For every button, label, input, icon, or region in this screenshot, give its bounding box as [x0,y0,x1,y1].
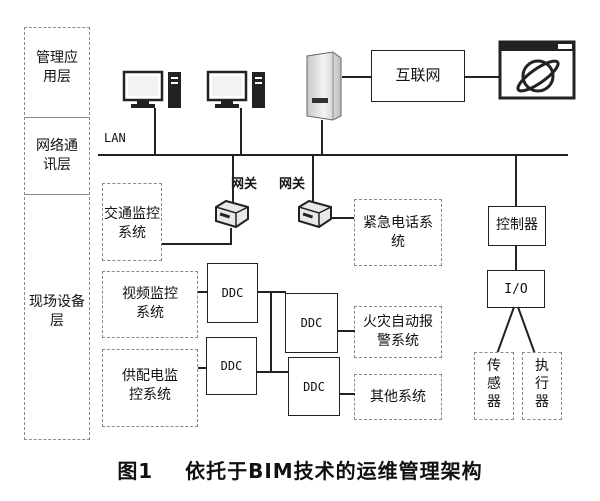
ddc-1-box [207,263,258,323]
computer-icon [122,70,181,108]
ddc-4-box [288,357,340,416]
emergency-phone-subsystem [354,199,442,266]
layer-network: 网络通 讯层 [36,138,78,173]
traffic-label: 交通监控 系统 [104,206,160,241]
actuator-box [522,352,562,420]
internet-label: 互联网 [395,66,441,84]
ddc2-ddc4-link [257,371,289,373]
fire-alarm-label: 火灾自动报 警系统 [363,314,433,349]
server-link [321,120,323,154]
traffic-subsystem [102,183,162,261]
power-ddc-link [198,367,207,369]
ddc4-other-link [340,393,355,395]
gateway-1-down [230,228,232,244]
gateway-2-to-emergency [332,217,354,219]
layer-divider-1 [24,117,90,118]
layer-management: 管理应 用层 [36,50,78,85]
gateway-2-uplink [312,155,314,203]
ddc-2-box [206,337,257,395]
controller-io-link [515,246,517,272]
layer-field: 现场设备 层 [29,294,85,329]
power-label: 供配电监 控系统 [122,368,178,403]
layer-divider-2 [24,194,90,195]
io-branch-lines [496,306,536,355]
ddc1-ddc3-link [258,291,286,293]
ddc-3-box [285,293,338,353]
gateway-1-uplink [232,155,234,203]
actuator-label: 执 行 器 [535,358,549,410]
ddc-3-label: DDC [300,316,323,330]
fire-alarm-subsystem [354,306,442,358]
gateway-1-label: 网关 [230,177,257,192]
ddc-4-label: DDC [303,380,325,394]
internet-box [371,50,465,102]
video-subsystem [102,271,198,338]
browser-globe-icon [498,40,576,100]
lan-label: LAN [104,131,126,145]
io-label: I/O [504,282,528,297]
layer-column [24,27,90,440]
other-subsystem [354,374,442,420]
server-internet-link [342,76,372,78]
gateway-router-icon [215,199,249,229]
ddc-1-label: DDC [221,286,244,300]
controller-box [488,206,546,246]
ddc3-fire-link [338,330,355,332]
sensor-box [474,352,514,420]
ddc-2-label: DDC [220,359,243,373]
video-label: 视频监控 系统 [122,286,178,321]
sensor-label: 传 感 器 [487,358,501,410]
server-icon [306,51,342,121]
controller-label: 控制器 [496,217,538,233]
gateway-1-to-traffic [160,243,232,245]
gateway-2-label: 网关 [278,177,305,192]
video-ddc-link [198,291,208,293]
ddc-trunk [270,291,272,371]
figure-caption: 图1 依托于BIM技术的运维管理架构 [117,459,483,483]
power-subsystem [102,349,198,427]
computer-icon [206,70,265,108]
controller-uplink [515,155,517,207]
other-label: 其他系统 [370,389,426,405]
io-box [487,270,545,308]
emergency-phone-label: 紧急电话系 统 [363,215,433,250]
computer-2-link [240,108,242,154]
gateway-router-icon [298,199,332,229]
computer-1-link [154,108,156,154]
internet-browser-link [465,76,500,78]
lan-bus [98,154,568,156]
